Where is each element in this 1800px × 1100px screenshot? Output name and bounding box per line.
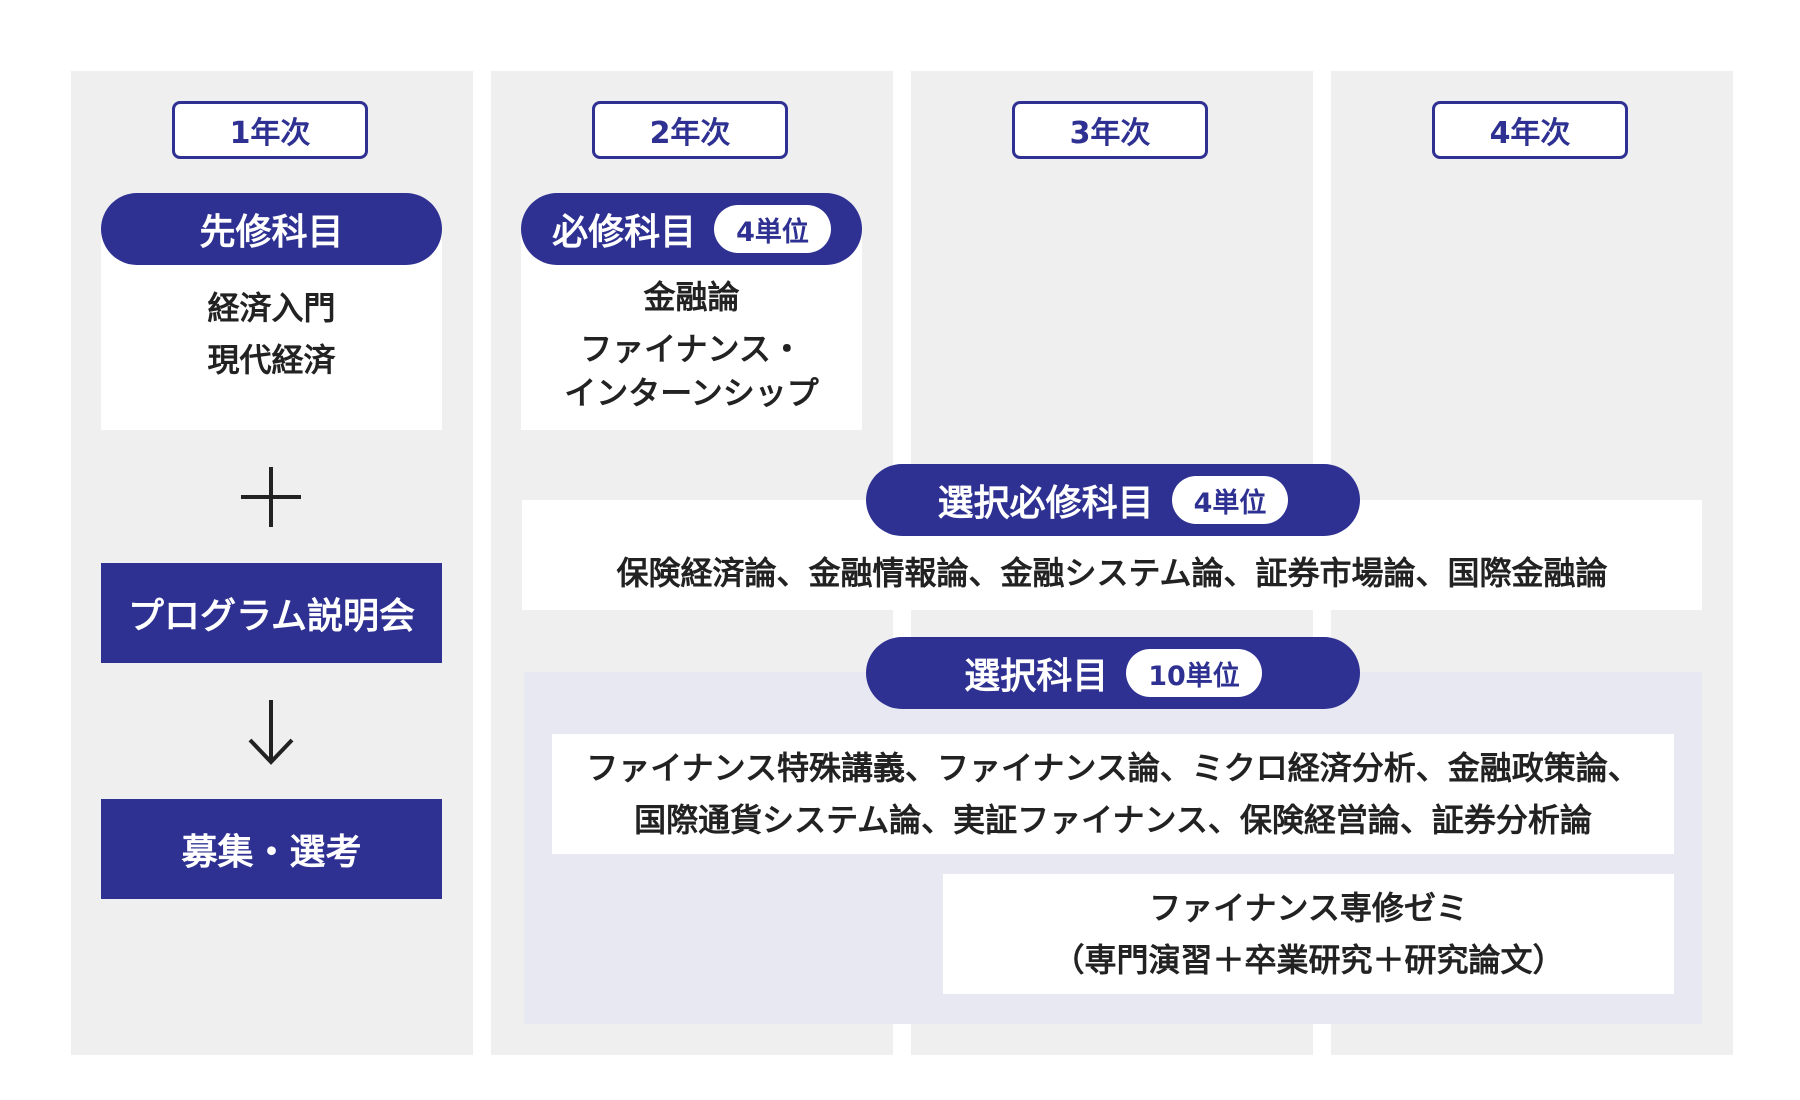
elective-required-label: 選択必修科目 — [937, 483, 1154, 524]
elective-courses-box: ファイナンス特殊講義、ファイナンス論、ミクロ経済分析、金融政策論、 国際通貨シス… — [552, 734, 1674, 854]
elective-units-badge: 10単位 — [1126, 649, 1262, 697]
seminar-line: （専門演習＋卒業研究＋研究論文） — [1052, 941, 1565, 979]
required-course: インターンシップ — [564, 374, 819, 412]
required-header: 必修科目 4単位 — [521, 193, 862, 265]
arrow-down-icon — [248, 700, 294, 765]
year-tag-4: 4年次 — [1432, 101, 1628, 159]
selection-box: 募集・選考 — [101, 799, 442, 899]
required-units-badge: 4単位 — [714, 205, 831, 253]
info-session-label: プログラム説明会 — [128, 596, 415, 637]
selection-label: 募集・選考 — [181, 832, 362, 873]
prereq-course: 現代経済 — [207, 341, 336, 379]
required-course: ファイナンス・ — [580, 330, 803, 368]
elective-header: 選択科目 10単位 — [866, 637, 1360, 709]
prereq-label: 先修科目 — [199, 212, 344, 253]
year-tag-2: 2年次 — [592, 101, 788, 159]
required-course: 金融論 — [643, 278, 740, 316]
plus-icon — [241, 467, 301, 527]
year-tag-1: 1年次 — [172, 101, 368, 159]
elective-label: 選択科目 — [964, 656, 1109, 697]
seminar-box: ファイナンス専修ゼミ （専門演習＋卒業研究＋研究論文） — [943, 874, 1674, 994]
info-session-box: プログラム説明会 — [101, 563, 442, 663]
prereq-header: 先修科目 — [101, 193, 442, 265]
year-tag-3: 3年次 — [1012, 101, 1208, 159]
elective-required-courses: 保険経済論、金融情報論、金融システム論、証券市場論、国際金融論 — [616, 554, 1608, 592]
elective-required-units-badge: 4単位 — [1171, 476, 1289, 524]
elective-required-header: 選択必修科目 4単位 — [866, 464, 1360, 536]
prereq-course: 経済入門 — [207, 289, 336, 327]
required-label: 必修科目 — [552, 212, 697, 253]
elective-courses-line: 国際通貨システム論、実証ファイナンス、保険経営論、証券分析論 — [634, 801, 1592, 839]
elective-courses-line: ファイナンス特殊講義、ファイナンス論、ミクロ経済分析、金融政策論、 — [586, 749, 1640, 787]
seminar-line: ファイナンス専修ゼミ — [1149, 889, 1468, 927]
